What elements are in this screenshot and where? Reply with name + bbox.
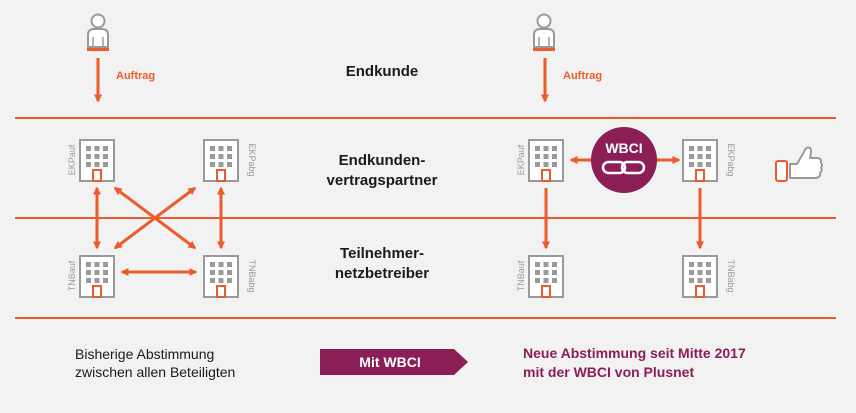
building-label-ekp-auf: EKPauf	[67, 144, 77, 175]
mit-wbci-arrow-shape	[320, 349, 468, 375]
row-labels: Endkunde Endkunden- vertragspartner Teil…	[327, 63, 438, 282]
chain-link-icon	[601, 160, 646, 175]
arrow-ekp-abg-tnb-auf	[113, 186, 197, 250]
footer-left-line2: zwischen allen Beteiligten	[75, 364, 235, 380]
wbci-badge: WBCI	[591, 127, 657, 193]
footer-left-line1: Bisherige Abstimmung	[75, 346, 214, 362]
building-icon	[203, 255, 239, 298]
wbci-badge-label: WBCI	[605, 140, 642, 156]
building-icon	[79, 255, 115, 298]
phone-icon	[775, 160, 788, 182]
person-icon	[532, 13, 556, 52]
auftrag-label: Auftrag	[116, 70, 155, 82]
building-label-tnb-auf: TNBauf	[67, 260, 77, 291]
building-label-ekp-auf: EKPauf	[516, 144, 526, 175]
building-icon	[528, 139, 564, 182]
left-diagram: Auftrag EKPauf EKPabg TNBauf TNBabg	[67, 13, 257, 298]
building-icon	[528, 255, 564, 298]
row-label-endkunde: Endkunde	[346, 63, 419, 80]
building-label-ekp-abg: EKPabg	[247, 143, 257, 176]
building-label-tnb-abg: TNBabg	[726, 259, 736, 292]
row-label-vertragspartner-line1: Endkunden-	[339, 152, 426, 169]
footer-right-line2: mit der WBCI von Plusnet	[523, 364, 694, 380]
footer: Bisherige Abstimmung zwischen allen Bete…	[75, 345, 746, 380]
thumbs-up-icon	[789, 146, 823, 179]
person-icon	[86, 13, 110, 52]
footer-right-line1: Neue Abstimmung seit Mitte 2017	[523, 345, 746, 361]
auftrag-label: Auftrag	[563, 70, 602, 82]
row-label-netzbetreiber-line2: netzbetreiber	[335, 265, 429, 282]
row-label-vertragspartner-line2: vertragspartner	[327, 172, 438, 189]
coordination-arrows	[93, 186, 225, 276]
building-icon	[682, 139, 718, 182]
row-label-netzbetreiber-line1: Teilnehmer-	[340, 245, 424, 262]
building-label-tnb-abg: TNBabg	[247, 259, 257, 292]
building-icon	[79, 139, 115, 182]
right-diagram: Auftrag EKPauf EKPabg TNBauf TNBabg WBCI	[516, 13, 823, 298]
building-label-ekp-abg: EKPabg	[726, 143, 736, 176]
building-label-tnb-auf: TNBauf	[516, 260, 526, 291]
mit-wbci-arrow: Mit WBCI	[320, 349, 468, 375]
building-icon	[682, 255, 718, 298]
building-icon	[203, 139, 239, 182]
wbci-badge-circle	[591, 127, 657, 193]
mit-wbci-label: Mit WBCI	[359, 354, 420, 370]
